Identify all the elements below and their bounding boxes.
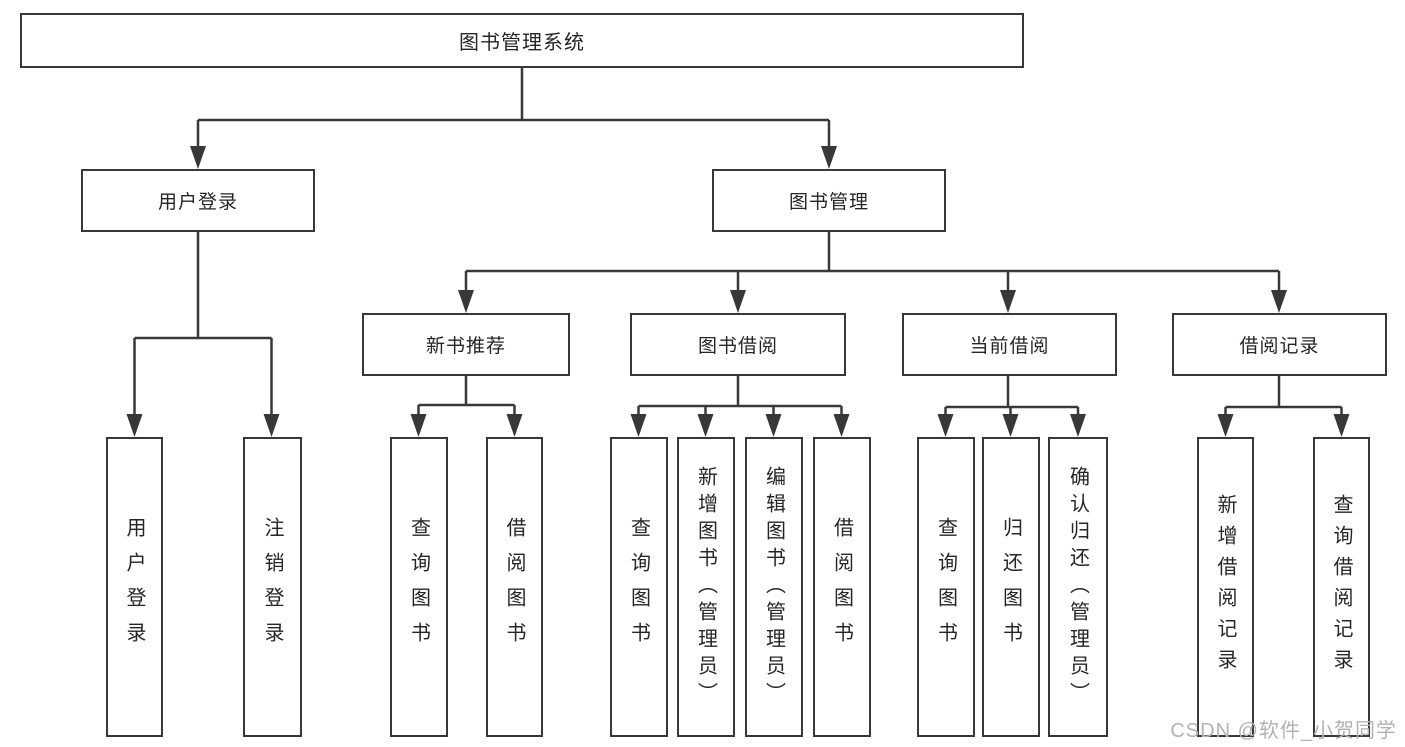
- node-book-management: 图书管理: [712, 169, 946, 232]
- leaf-logout: 注销登录: [243, 437, 302, 737]
- node-user-login: 用户登录: [81, 169, 315, 232]
- leaf-query-books-1: 查询图书: [390, 437, 448, 737]
- leaf-query-books-3: 查询图书: [917, 437, 975, 737]
- csdn-watermark: CSDN @软件_小贺同学: [1170, 720, 1397, 742]
- leaf-edit-book-admin: 编辑图书（管理员）: [745, 437, 803, 737]
- leaf-add-borrow-record: 新增借阅记录: [1197, 437, 1254, 737]
- leaf-confirm-return-admin: 确认归还（管理员）: [1048, 437, 1108, 737]
- node-root: 图书管理系统: [20, 13, 1024, 68]
- node-borrowing-records: 借阅记录: [1172, 313, 1387, 376]
- leaf-user-login: 用户登录: [106, 437, 163, 737]
- node-book-borrowing: 图书借阅: [630, 313, 846, 376]
- leaf-borrow-books-2: 借阅图书: [813, 437, 871, 737]
- node-current-borrowing: 当前借阅: [902, 313, 1117, 376]
- node-new-book-recommend: 新书推荐: [362, 313, 570, 376]
- leaf-add-book-admin: 新增图书（管理员）: [677, 437, 735, 737]
- leaf-borrow-books-1: 借阅图书: [486, 437, 543, 737]
- leaf-query-books-2: 查询图书: [610, 437, 668, 737]
- leaf-return-books: 归还图书: [982, 437, 1040, 737]
- leaf-query-borrow-record: 查询借阅记录: [1313, 437, 1370, 737]
